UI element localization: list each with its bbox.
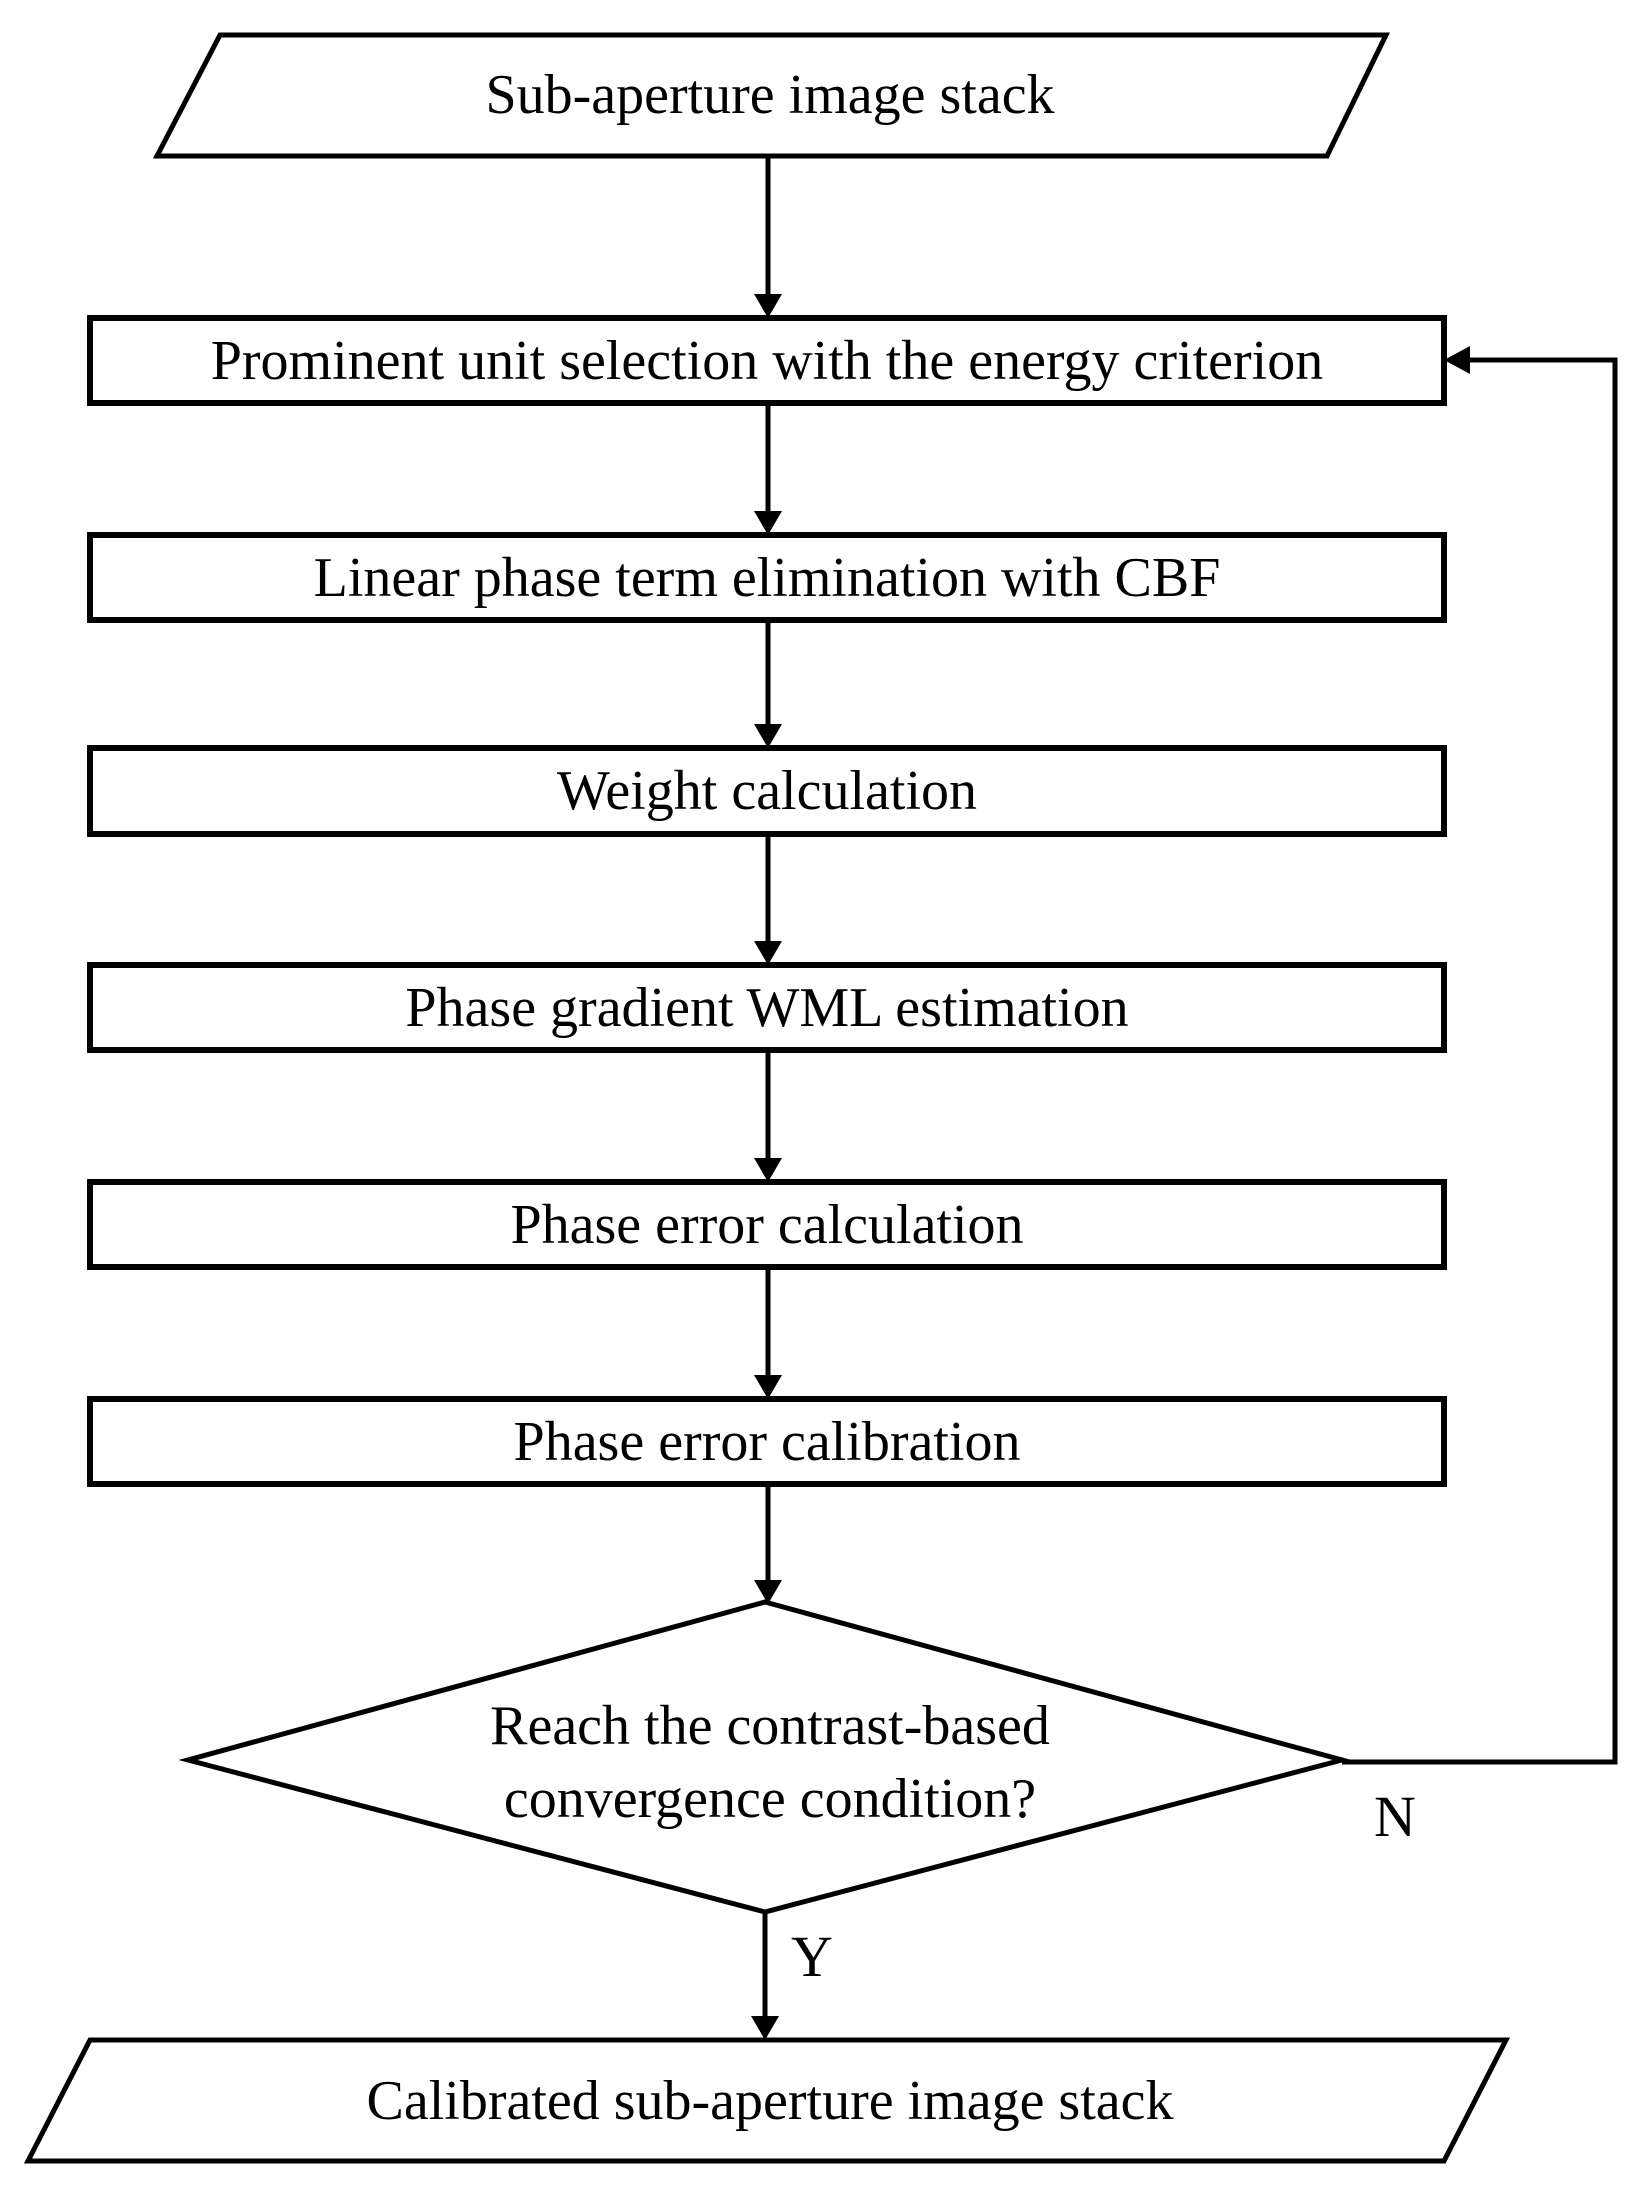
decision-label: Reach the contrast-based convergence con… (490, 1690, 1050, 1836)
step4-label: Phase gradient WML estimation (405, 977, 1129, 1039)
branch-yes-label: Y (791, 1924, 833, 1989)
process-box-prominent-unit-selection (87, 315, 1447, 406)
arrowheads (751, 294, 1470, 2040)
end-parallelogram (23, 2037, 1511, 2164)
start-parallelogram (152, 32, 1391, 159)
process-box-phase-gradient-wml (87, 962, 1447, 1053)
end-label: Calibrated sub-aperture image stack (366, 2070, 1174, 2132)
arrowhead-feedback-into-step1 (1444, 346, 1470, 374)
step3-label: Weight calculation (557, 760, 977, 822)
step5-label: Phase error calculation (510, 1194, 1024, 1256)
decision-label-line1: Reach the contrast-based (490, 1695, 1050, 1757)
arrowhead-into-step1 (754, 294, 782, 318)
step1-label: Prominent unit selection with the energy… (210, 330, 1324, 392)
arrowhead-into-decision (754, 1580, 782, 1604)
decision-label-line2: convergence condition? (503, 1768, 1037, 1830)
branch-no-label: N (1374, 1784, 1416, 1849)
arrowhead-into-step2 (754, 511, 782, 535)
start-label: Sub-aperture image stack (485, 64, 1055, 126)
arrowhead-into-step6 (754, 1375, 782, 1399)
arrowhead-into-end (751, 2016, 779, 2040)
feedback-loop-line (1342, 357, 1618, 1765)
process-box-phase-error-calibration (87, 1396, 1447, 1487)
arrowhead-into-step4 (754, 941, 782, 965)
step2-label: Linear phase term elimination with CBF (313, 547, 1221, 609)
arrowhead-into-step3 (754, 724, 782, 748)
arrowhead-into-step5 (754, 1158, 782, 1182)
process-box-weight-calculation (87, 745, 1447, 837)
step6-label: Phase error calibration (513, 1411, 1021, 1473)
flow-arrows (762, 158, 771, 2018)
